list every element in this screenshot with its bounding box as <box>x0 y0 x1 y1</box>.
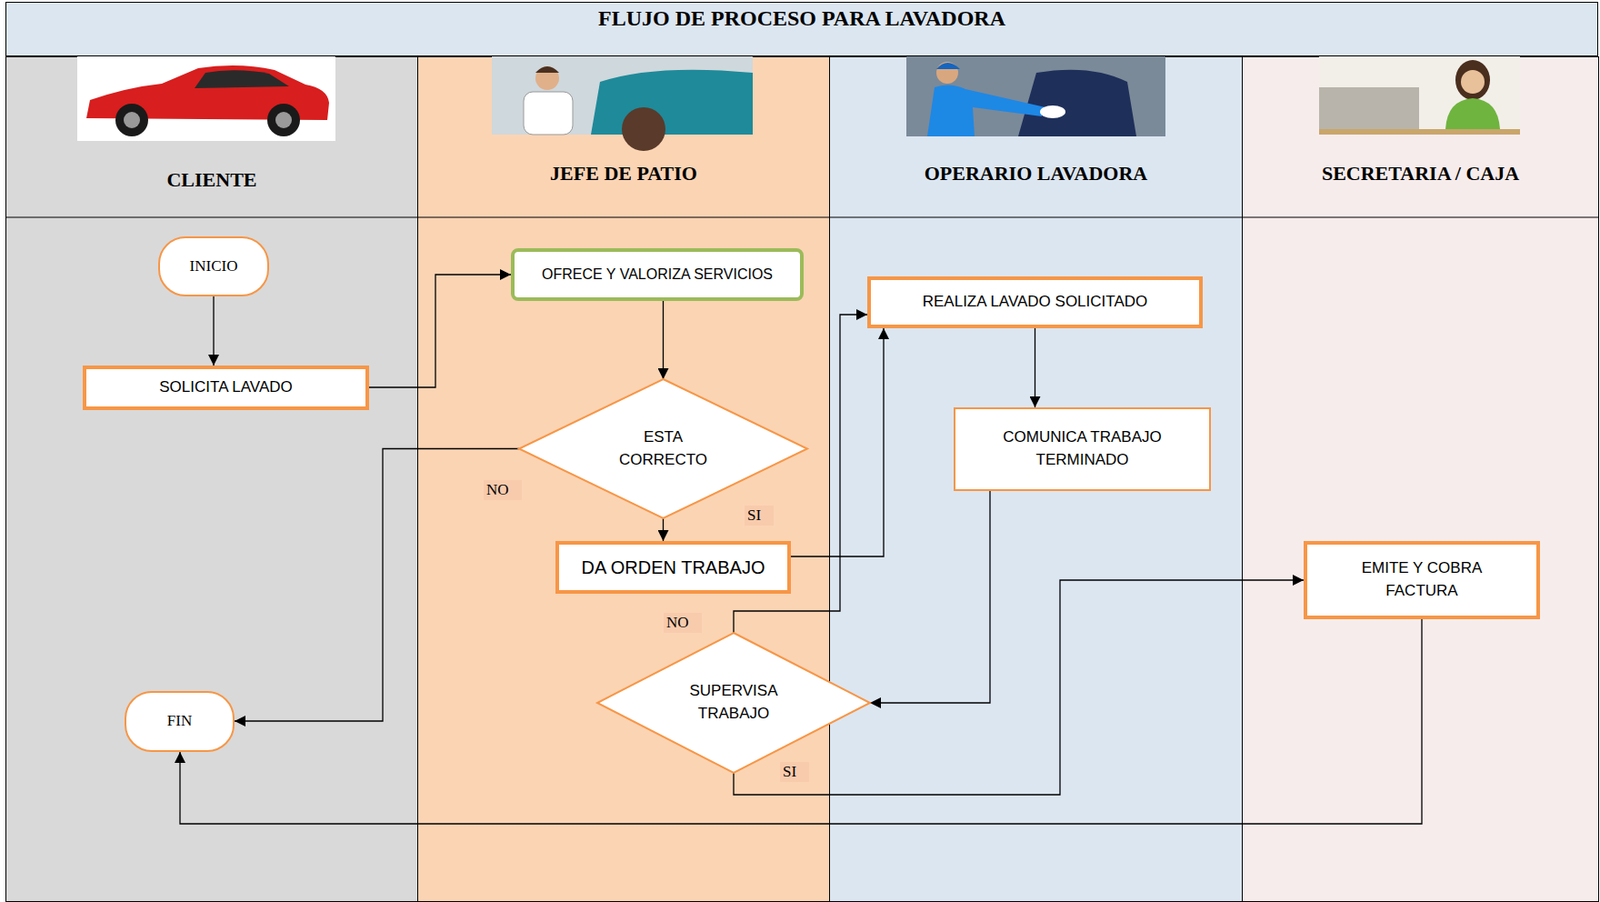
node-text: DA ORDEN TRABAJO <box>581 554 766 581</box>
person-head <box>936 61 959 84</box>
car-rim <box>275 111 292 129</box>
flow-arrow <box>180 619 1422 824</box>
flow-arrow <box>733 580 1304 795</box>
yard-chief-picture <box>491 56 753 151</box>
node-text: SUPERVISA TRABAJO <box>677 680 791 725</box>
car-window <box>194 70 290 89</box>
person-shirt <box>523 91 573 135</box>
lane-title: CLIENTE <box>166 168 257 192</box>
swimlane: JEFE DE PATIO OFRECE Y VALORIZA SERVICIOS… <box>417 56 830 902</box>
title-text: FLUJO DE PROCESO PARA LAVADORA <box>598 5 1006 31</box>
lane-title: SECRETARIA / CAJA <box>1321 161 1520 186</box>
car-body <box>86 65 330 120</box>
flow-arrow <box>212 296 214 366</box>
cashier-picture <box>1319 56 1520 135</box>
picture-ground <box>906 56 1166 137</box>
flow-arrow <box>1034 328 1036 408</box>
lane-header: OPERARIO LAVADORA <box>830 161 1242 186</box>
edge-label: SI <box>780 761 810 782</box>
edge-label: SI <box>744 505 774 526</box>
lane-header: JEFE DE PATIO <box>418 161 830 186</box>
car-wheel <box>115 103 149 137</box>
process-box: EMITE Y COBRA FACTURA <box>1303 540 1540 620</box>
picture-ground <box>1319 56 1520 135</box>
process-box: REALIZA LAVADO SOLICITADO <box>867 276 1203 329</box>
swimlane: CLIENTE INICIO SOLICITA LAVADO FIN <box>5 56 419 902</box>
node-text: REALIZA LAVADO SOLICITADO <box>922 290 1149 314</box>
edge-label-holder: NO <box>483 480 522 500</box>
node-text: COMUNICA TRABAJO TERMINADO <box>991 426 1174 471</box>
desk-edge <box>1319 129 1520 135</box>
lane-title: JEFE DE PATIO <box>550 161 698 186</box>
process-box: COMUNICA TRABAJO TERMINADO <box>953 407 1211 491</box>
edge-label-holder: NO <box>663 612 702 633</box>
decision-diamond: SUPERVISA TRABAJO <box>597 632 870 773</box>
edge-label-holder: SI <box>744 505 774 526</box>
node-text: EMITE Y COBRA FACTURA <box>1344 557 1500 602</box>
diamond-shape <box>519 379 808 519</box>
terminal-node: INICIO <box>158 236 270 297</box>
swimlane: OPERARIO LAVADORA REALIZA LAVADO SOLICITA… <box>829 56 1243 902</box>
edge-label-holder: SI <box>780 761 810 782</box>
flow-arrow <box>662 300 664 380</box>
lane-header: SECRETARIA / CAJA <box>1242 161 1599 186</box>
person-head <box>535 66 560 90</box>
lane-title: OPERARIO LAVADORA <box>924 161 1149 186</box>
swimlane: SECRETARIA / CAJA EMITE Y COBRA FACTURA <box>1241 56 1600 902</box>
picture-ground <box>491 56 753 135</box>
diamond-outline <box>597 632 870 773</box>
title-bar: FLUJO DE PROCESO PARA LAVADORA <box>5 1 1599 57</box>
node-text: OFRECE Y VALORIZA SERVICIOS <box>541 263 773 285</box>
diamond-outline <box>519 379 808 519</box>
person-cap <box>936 62 960 70</box>
flow-arrow <box>790 328 884 557</box>
header-divider <box>5 217 1599 219</box>
car-hood <box>590 70 753 135</box>
node-text: FIN <box>167 710 192 733</box>
car-picture <box>77 56 336 141</box>
process-box: DA ORDEN TRABAJO <box>555 540 791 594</box>
car-seat <box>1018 70 1137 137</box>
flow-arrow <box>662 518 664 541</box>
process-box: OFRECE Y VALORIZA SERVICIOS <box>510 248 804 301</box>
flow-arrow <box>369 274 511 388</box>
flow-arrow <box>870 490 990 703</box>
lane-header: CLIENTE <box>6 168 418 192</box>
person-hair <box>1455 60 1490 100</box>
car-rim <box>123 111 140 129</box>
terminal-node: FIN <box>124 690 235 752</box>
picture-ground <box>77 56 336 141</box>
cleaning-cloth <box>1040 105 1066 119</box>
node-text: ESTA CORRECTO <box>610 426 716 471</box>
person-head <box>621 107 666 151</box>
flow-arrow <box>733 314 868 633</box>
flow-arrow <box>234 449 520 722</box>
cash-register <box>1319 87 1420 130</box>
decision-diamond: ESTA CORRECTO <box>519 379 808 519</box>
node-text: INICIO <box>190 255 239 279</box>
edge-label: NO <box>483 480 522 500</box>
person-hair <box>535 66 560 73</box>
person-shirt <box>927 84 1046 137</box>
edge-label: NO <box>663 612 702 633</box>
person-head <box>1460 70 1485 94</box>
node-text: SOLICITA LAVADO <box>159 376 292 400</box>
process-box: SOLICITA LAVADO <box>82 365 370 410</box>
person-shirt <box>1445 98 1500 130</box>
washer-picture <box>906 56 1166 137</box>
car-wheel <box>267 103 300 137</box>
